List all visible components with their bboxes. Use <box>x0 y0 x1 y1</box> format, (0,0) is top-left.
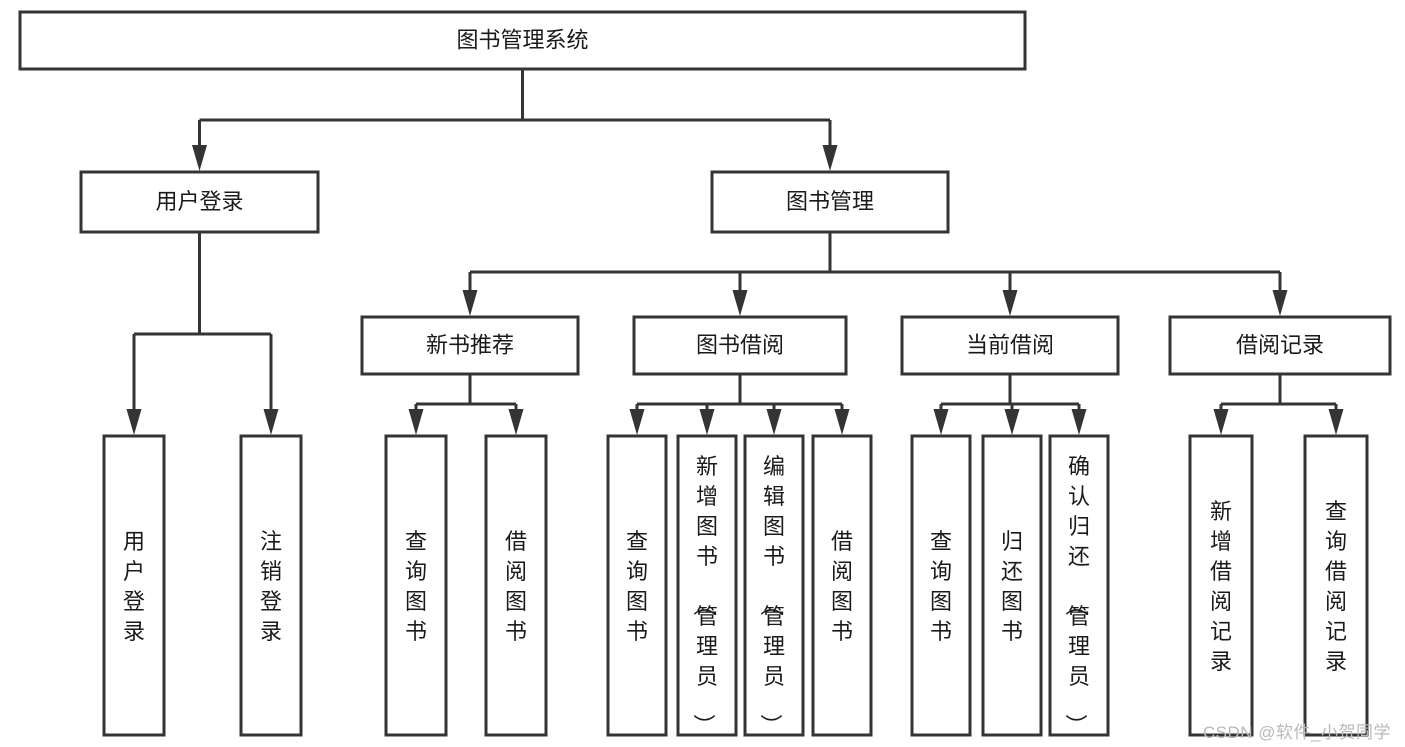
node-leaf-query-record[interactable]: 查询借阅记录 <box>1303 434 1369 737</box>
node-box-leaf-borrow-book-1 <box>484 434 548 737</box>
connector-group-root <box>192 69 838 171</box>
node-leaf-edit-book[interactable]: 编辑图书（管理员） <box>743 434 805 737</box>
node-box-borrow-record <box>1168 315 1392 376</box>
node-label-leaf-user-login: 用户登录 <box>123 529 145 644</box>
node-box-leaf-add-book <box>676 434 738 737</box>
node-box-leaf-return-book <box>981 434 1043 737</box>
node-layer: 图书管理系统用户登录图书管理新书推荐图书借阅当前借阅借阅记录用户登录注销登录查询… <box>18 10 1392 737</box>
node-label-book-manage: 图书管理 <box>786 189 874 214</box>
node-user-login[interactable]: 用户登录 <box>79 170 320 234</box>
node-box-new-book-recommend <box>360 315 580 376</box>
node-leaf-add-record[interactable]: 新增借阅记录 <box>1188 434 1254 737</box>
node-leaf-borrow-book-1[interactable]: 借阅图书 <box>484 434 548 737</box>
node-box-leaf-add-record <box>1188 434 1254 737</box>
node-label-leaf-logout-login: 注销登录 <box>260 529 282 644</box>
node-new-book-recommend[interactable]: 新书推荐 <box>360 315 580 376</box>
node-leaf-user-login[interactable]: 用户登录 <box>102 434 166 737</box>
node-label-borrow-record: 借阅记录 <box>1236 332 1324 357</box>
node-label-current-borrow: 当前借阅 <box>966 332 1054 357</box>
node-label-leaf-query-record: 查询借阅记录 <box>1325 499 1347 674</box>
node-box-book-borrow <box>632 315 848 376</box>
node-label-new-book-recommend: 新书推荐 <box>426 332 514 357</box>
connector-group-book-manage <box>462 232 1288 316</box>
node-book-manage[interactable]: 图书管理 <box>710 170 950 234</box>
connector-group-current-borrow <box>933 374 1087 435</box>
connector-layer <box>126 69 1344 435</box>
connector-group-user-login <box>126 232 279 435</box>
node-label-leaf-add-record: 新增借阅记录 <box>1210 499 1232 674</box>
connector-group-book-borrow <box>629 374 850 435</box>
node-label-leaf-query-book-1: 查询图书 <box>405 529 427 644</box>
node-leaf-confirm-return[interactable]: 确认归还（管理员） <box>1048 434 1110 737</box>
node-label-leaf-query-book-2: 查询图书 <box>626 529 648 644</box>
node-label-root: 图书管理系统 <box>456 27 588 52</box>
node-label-leaf-confirm-return: 确认归还（管理员） <box>1063 454 1090 736</box>
node-box-leaf-confirm-return <box>1048 434 1110 737</box>
node-box-user-login <box>79 170 320 234</box>
node-leaf-query-book-3[interactable]: 查询图书 <box>910 434 972 737</box>
node-box-leaf-query-book-3 <box>910 434 972 737</box>
node-leaf-return-book[interactable]: 归还图书 <box>981 434 1043 737</box>
node-label-leaf-edit-book: 编辑图书（管理员） <box>758 454 785 736</box>
node-label-leaf-borrow-book-2: 借阅图书 <box>831 529 853 644</box>
node-leaf-add-book[interactable]: 新增图书（管理员） <box>676 434 738 737</box>
node-box-book-manage <box>710 170 950 234</box>
node-box-leaf-logout-login <box>239 434 303 737</box>
node-box-leaf-user-login <box>102 434 166 737</box>
node-root[interactable]: 图书管理系统 <box>18 10 1027 71</box>
node-box-leaf-borrow-book-2 <box>811 434 873 737</box>
node-label-user-login: 用户登录 <box>155 189 243 214</box>
node-box-leaf-query-book-2 <box>606 434 668 737</box>
node-leaf-query-book-1[interactable]: 查询图书 <box>384 434 448 737</box>
node-leaf-query-book-2[interactable]: 查询图书 <box>606 434 668 737</box>
node-leaf-logout-login[interactable]: 注销登录 <box>239 434 303 737</box>
node-label-leaf-query-book-3: 查询图书 <box>930 529 952 644</box>
connector-group-new-book-recommend <box>408 374 524 435</box>
node-borrow-record[interactable]: 借阅记录 <box>1168 315 1392 376</box>
node-book-borrow[interactable]: 图书借阅 <box>632 315 848 376</box>
node-label-leaf-add-book: 新增图书（管理员） <box>691 454 718 736</box>
node-box-leaf-query-book-1 <box>384 434 448 737</box>
node-current-borrow[interactable]: 当前借阅 <box>900 315 1120 376</box>
node-leaf-borrow-book-2[interactable]: 借阅图书 <box>811 434 873 737</box>
node-label-book-borrow: 图书借阅 <box>696 332 784 357</box>
node-box-leaf-edit-book <box>743 434 805 737</box>
node-box-leaf-query-record <box>1303 434 1369 737</box>
node-label-leaf-borrow-book-1: 借阅图书 <box>505 529 527 644</box>
node-box-root <box>18 10 1027 71</box>
node-box-current-borrow <box>900 315 1120 376</box>
connector-group-borrow-record <box>1213 374 1344 435</box>
node-label-leaf-return-book: 归还图书 <box>1001 529 1023 644</box>
